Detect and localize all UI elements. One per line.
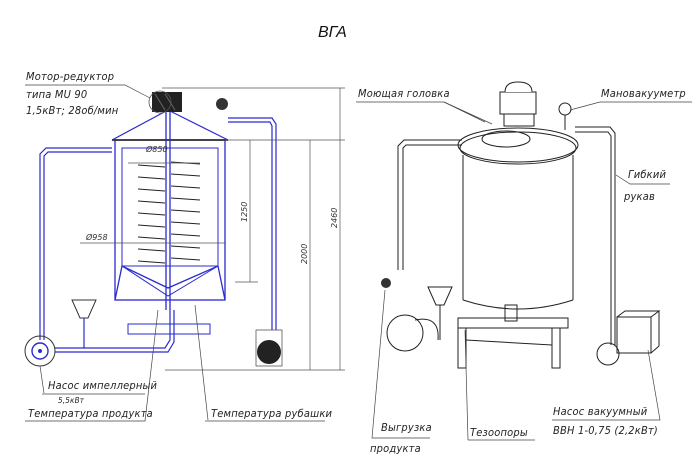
label-jacket-temperature: Температура рубашки	[211, 407, 333, 420]
motor-reducer	[148, 90, 182, 114]
label-impeller-pump-power: 5,5кВт	[58, 396, 85, 405]
label-vacuum-pump-2: ВВН 1-0,75 (2,2кВт)	[553, 424, 658, 437]
impeller-pump-right	[386, 314, 424, 352]
dim-jacket-height: 1250	[240, 201, 249, 222]
label-vacuum-pump-1: Насос вакуумный	[553, 405, 648, 418]
conical-bottom	[114, 265, 226, 301]
vacuum-pump-left	[257, 340, 281, 364]
label-product-unload-1: Выгрузка	[381, 421, 432, 434]
label-impeller-pump: Насос импеллерный	[48, 379, 158, 392]
label-motor-reducer-2: типа MU 90	[26, 88, 88, 101]
left-right-piping	[228, 117, 277, 330]
right-piping	[397, 126, 616, 345]
dim-total-height: 2460	[330, 207, 339, 228]
gauge-left	[216, 98, 228, 110]
drawing-title: ВГА	[318, 24, 347, 41]
vacuum-pump-right	[596, 310, 661, 366]
tank-stand	[457, 304, 569, 369]
unload-valve	[381, 278, 391, 288]
right-leader-lines	[356, 101, 692, 441]
label-product-unload-2: продукта	[370, 442, 421, 455]
label-flexible-hose-2: рукав	[624, 190, 656, 203]
label-product-temperature: Температура продукта	[28, 407, 153, 420]
base-frame-left	[127, 323, 211, 335]
tank-lid	[459, 131, 577, 165]
funnel-right	[427, 286, 453, 306]
agitator-blades	[137, 161, 201, 264]
label-motor-reducer-1: Мотор-редуктор	[26, 70, 115, 83]
washing-head	[499, 81, 537, 127]
label-load-cells: Тезоопоры	[470, 426, 528, 439]
left-leader-lines	[25, 84, 325, 422]
left-left-piping	[39, 147, 175, 353]
funnel-left	[71, 299, 97, 319]
dim-inner-diameter: Ø850	[146, 145, 168, 154]
label-motor-reducer-3: 1,5кВт; 28об/мин	[26, 104, 119, 117]
dimension-lines	[80, 87, 345, 370]
left-vessel	[111, 100, 229, 310]
manovacuum-gauge	[558, 102, 572, 116]
label-vacuum-gauge: Мановакууметр	[601, 87, 686, 100]
right-vessel	[457, 127, 579, 310]
label-flexible-hose-1: Гибкий	[628, 168, 667, 181]
dim-outer-diameter: Ø958	[86, 233, 108, 242]
dim-vessel-height: 2000	[300, 243, 309, 264]
label-washing-head: Моющая головка	[358, 87, 450, 100]
